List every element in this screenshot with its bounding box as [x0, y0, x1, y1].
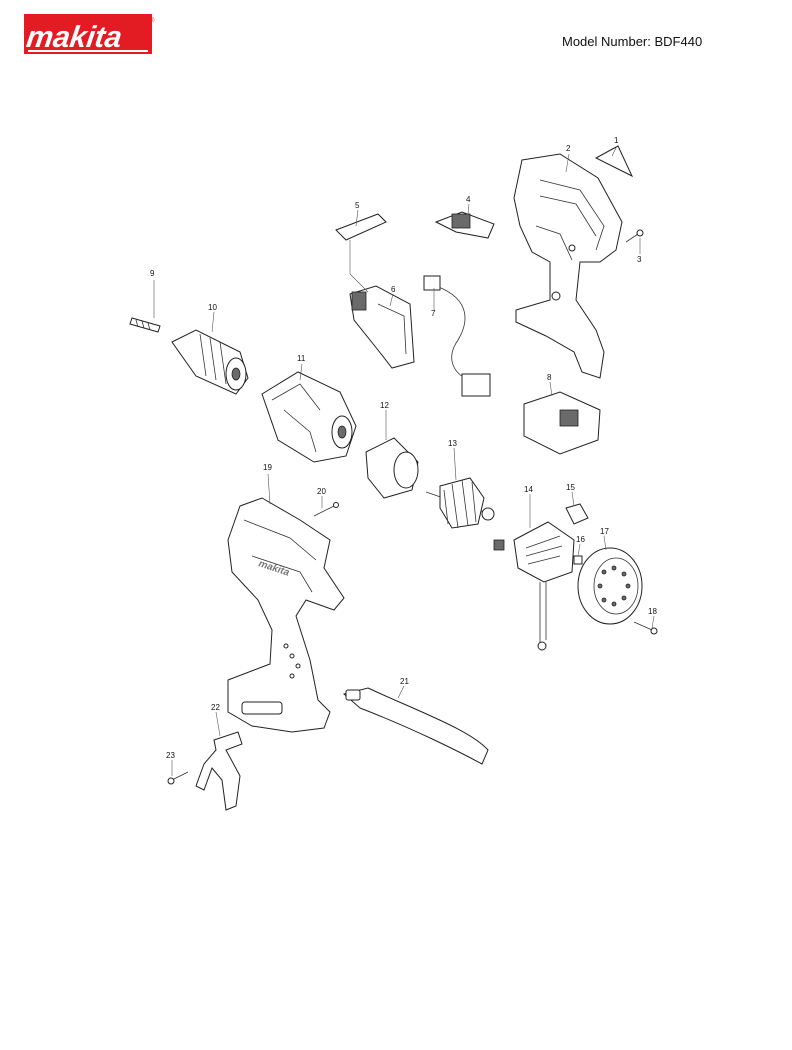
callout-1: 1 [614, 136, 619, 145]
callout-21: 21 [400, 677, 409, 686]
part-5-button [335, 213, 387, 241]
part-9-screw [129, 317, 161, 333]
part-8-terminal [523, 391, 601, 455]
part-20-screw [313, 502, 339, 517]
callout-14: 14 [524, 485, 533, 494]
callout-7: 7 [431, 309, 436, 318]
part-11-gear-assembly [261, 371, 357, 463]
part-23-screw [167, 771, 189, 785]
part-14-stator [493, 521, 575, 651]
part-17-rear-cover [577, 547, 643, 625]
part-6-switch [349, 285, 415, 369]
part-18-screw [633, 621, 658, 635]
leader-lines [153, 145, 655, 776]
part-12-ring [365, 437, 419, 499]
part-3-screw [625, 229, 644, 243]
callout-4: 4 [466, 195, 471, 204]
callout-6: 6 [391, 285, 396, 294]
callout-17: 17 [600, 527, 609, 536]
callout-16: 16 [576, 535, 585, 544]
model-number: Model Number: BDF440 [562, 34, 703, 49]
makita-logo: makita ® [24, 14, 155, 54]
svg-text:®: ® [150, 17, 155, 24]
callout-8: 8 [547, 373, 552, 382]
part-22-hook [195, 731, 243, 811]
part-19-housing: makita [227, 497, 345, 733]
part-4-switch-cover [434, 211, 495, 239]
part-2-housing [513, 153, 623, 379]
part-7-wires [423, 275, 491, 397]
callout-13: 13 [448, 439, 457, 448]
part-21-strap [342, 687, 489, 765]
callout-5: 5 [355, 201, 360, 210]
callout-2: 2 [566, 144, 571, 153]
svg-text:makita: makita [24, 21, 124, 54]
callout-labels: 1 2 3 4 5 6 7 8 9 10 11 12 13 14 15 16 1… [150, 136, 657, 760]
callout-9: 9 [150, 269, 155, 278]
part-1-plate [594, 145, 634, 178]
callout-12: 12 [380, 401, 389, 410]
callout-15: 15 [566, 483, 575, 492]
callout-11: 11 [297, 354, 306, 363]
callout-23: 23 [166, 751, 175, 760]
part-15-board [565, 503, 589, 525]
callout-19: 19 [263, 463, 272, 472]
part-10-chuck [171, 329, 249, 395]
callout-3: 3 [637, 255, 642, 264]
callout-10: 10 [208, 303, 217, 312]
callout-18: 18 [648, 607, 657, 616]
part-16-spacer [573, 555, 583, 565]
callout-22: 22 [211, 703, 220, 712]
part-13-rotor [425, 477, 495, 529]
callout-20: 20 [317, 487, 326, 496]
